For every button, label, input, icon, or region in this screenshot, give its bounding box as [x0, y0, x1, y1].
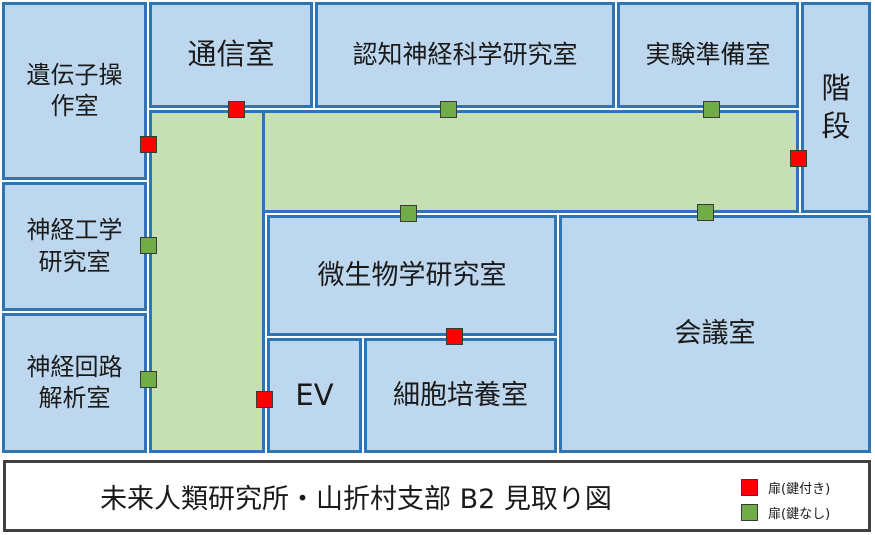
room-label: 階段: [821, 70, 851, 143]
room-cell-culture[interactable]: 細胞培養室: [364, 338, 557, 453]
room-neural-engineering[interactable]: 神経工学研究室: [2, 182, 147, 311]
room-genetic-manipulation[interactable]: 遺伝子操作室: [2, 2, 147, 180]
room-conference[interactable]: 会議室: [559, 215, 871, 453]
room-label: 細胞培養室: [393, 379, 528, 411]
room-label: 遺伝子操作室: [26, 60, 123, 120]
door-unlocked-conference[interactable]: [697, 204, 714, 221]
map-title: 未来人類研究所・山折村支部 B2 見取り図: [100, 483, 612, 515]
door-locked-communication[interactable]: [228, 101, 245, 118]
legend-unlocked: 扉(鍵なし): [741, 503, 830, 522]
room-label: 神経工学研究室: [26, 216, 123, 276]
room-label: 会議室: [674, 318, 756, 350]
door-unlocked-microbiology[interactable]: [400, 205, 417, 222]
room-neural-circuit[interactable]: 神経回路解析室: [2, 313, 147, 453]
corridor-seam: [152, 113, 262, 213]
legend-locked: 扉(鍵付き): [741, 478, 830, 497]
door-unlocked-experiment-prep[interactable]: [703, 101, 720, 118]
room-communication[interactable]: 通信室: [149, 2, 313, 108]
door-unlocked-neural-circuit[interactable]: [140, 371, 157, 388]
door-locked-genetic-manipulation[interactable]: [140, 136, 157, 153]
room-label: 実験準備室: [645, 39, 771, 69]
room-label: 通信室: [187, 37, 275, 72]
room-label: EV: [295, 377, 334, 412]
unlocked-door-swatch-icon: [741, 504, 758, 521]
locked-door-swatch-icon: [741, 479, 758, 496]
legend-unlocked-label: 扉(鍵なし): [768, 507, 831, 522]
room-label: 神経回路解析室: [26, 352, 123, 412]
door-locked-cell-culture[interactable]: [446, 328, 463, 345]
door-unlocked-cognitive-neuroscience[interactable]: [440, 101, 457, 118]
legend-locked-label: 扉(鍵付き): [768, 482, 831, 497]
door-unlocked-neural-engineering[interactable]: [140, 237, 157, 254]
room-experiment-prep[interactable]: 実験準備室: [617, 2, 799, 108]
door-locked-elevator[interactable]: [256, 391, 273, 408]
room-label: 認知神経科学研究室: [352, 39, 578, 69]
room-cognitive-neuroscience[interactable]: 認知神経科学研究室: [315, 2, 615, 108]
room-label: 微生物学研究室: [317, 259, 507, 291]
footer-panel: 未来人類研究所・山折村支部 B2 見取り図 扉(鍵付き) 扉(鍵なし): [3, 460, 871, 532]
room-elevator[interactable]: EV: [267, 338, 362, 453]
room-microbiology[interactable]: 微生物学研究室: [267, 215, 557, 336]
room-stairs[interactable]: 階段: [801, 2, 871, 213]
door-locked-stairs[interactable]: [790, 150, 807, 167]
